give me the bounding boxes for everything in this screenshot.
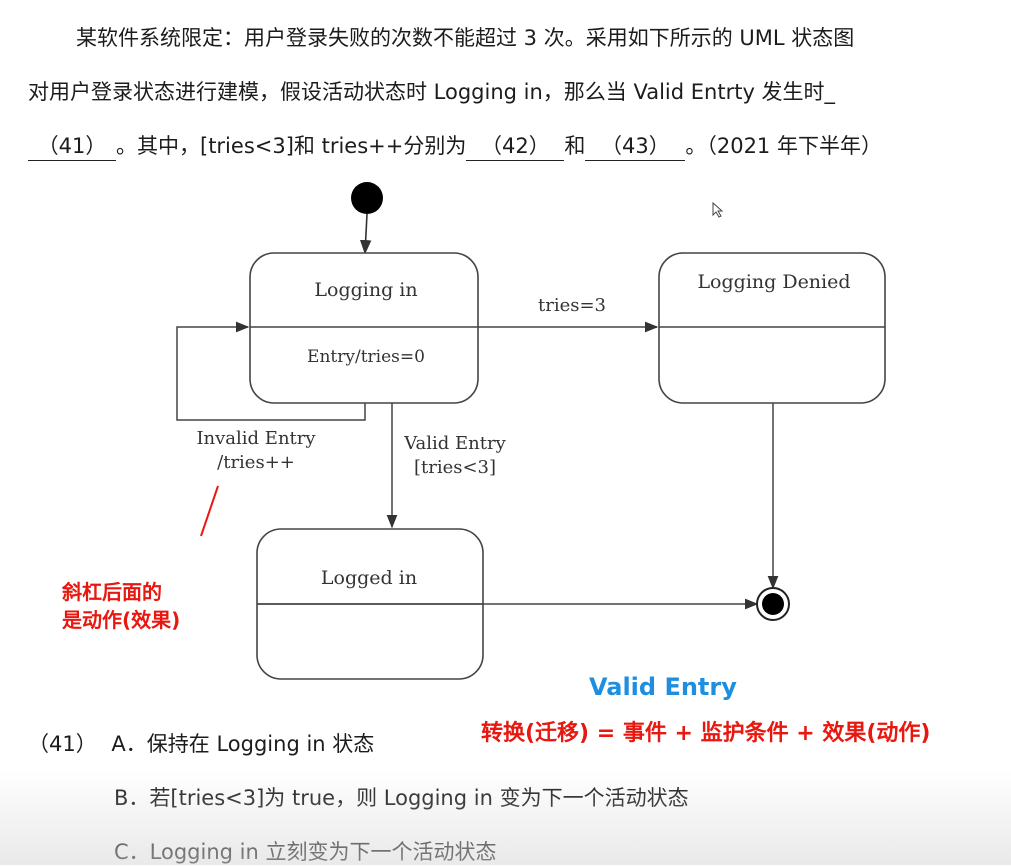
transition-valid-label-2: [tries<3] (414, 457, 496, 478)
option-a: A．保持在 Logging in 状态 (111, 732, 375, 756)
option-label-41: （41） (28, 732, 97, 756)
option-b: B．若[tries<3]为 true，则 Logging in 变为下一个活动状… (114, 786, 689, 810)
question-line-3-mid: 。其中，[tries<3]和 tries++分别为 (116, 134, 467, 158)
state-logging-in-label: Logging in (314, 279, 417, 301)
question-line-3-and: 和 (564, 134, 586, 158)
state-logging-denied-label: Logging Denied (697, 271, 850, 293)
transition-tries3-label: tries=3 (538, 295, 606, 316)
red-note-line-1: 斜杠后面的 (62, 580, 162, 604)
question-line-3-end: 。（2021 年下半年） (685, 134, 882, 158)
blank-43: （43） (585, 130, 686, 161)
option-c: C．Logging in 立刻变为下一个活动状态 (114, 840, 497, 864)
transition-invalid-label-2: /tries++ (217, 452, 295, 473)
transition-invalid-label-1: Invalid Entry (196, 428, 316, 449)
question-line-1: 某软件系统限定：用户登录失败的次数不能超过 3 次。采用如下所示的 UML 状态… (76, 26, 855, 50)
blue-note: Valid Entry (589, 673, 737, 701)
final-state-dot (762, 593, 784, 615)
blank-42: （42） (466, 130, 565, 161)
red-note-line-2: 是动作(效果) (62, 608, 181, 632)
state-logging-denied (658, 252, 886, 404)
red-slash-mark (200, 485, 219, 537)
red-note: 斜杠后面的 是动作(效果) (62, 578, 180, 634)
question-line-2: 对用户登录状态进行建模，假设活动状态时 Logging in，那么当 Valid… (28, 80, 836, 104)
initial-transition (359, 213, 372, 255)
transition-valid-label-1: Valid Entry (403, 433, 506, 454)
state-logging-in (249, 252, 479, 404)
question-line-3: （41）。其中，[tries<3]和 tries++分别为（42）和（43）。（… (28, 130, 882, 161)
state-logging-in-action: Entry/tries=0 (307, 347, 425, 367)
option-row-a: （41） A．保持在 Logging in 状态 (28, 728, 374, 758)
state-logged-in-label: Logged in (321, 567, 417, 589)
initial-state (351, 182, 383, 214)
transition-invalid-entry (176, 321, 366, 421)
blank-41: （41） (28, 130, 116, 161)
cursor-icon (712, 201, 724, 218)
transition-formula: 转换(迁移) = 事件 + 监护条件 + 效果(动作) (481, 721, 931, 746)
